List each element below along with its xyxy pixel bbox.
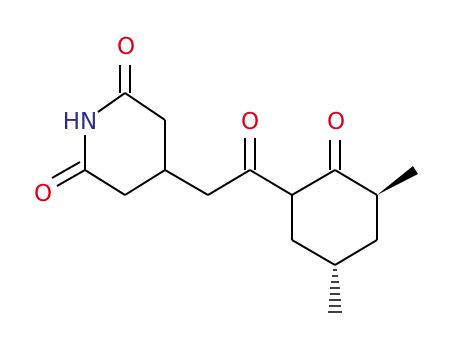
bond-c6-o-left-a [56, 169, 86, 187]
atom-o-ketone: O [241, 109, 259, 135]
bond-c1-c2r [291, 169, 336, 196]
bond-c4-ch2 [164, 169, 209, 196]
atom-o-ring: O [327, 109, 345, 135]
bond-c5r-c6r [291, 239, 336, 266]
atom-o-top: O [117, 34, 135, 60]
bond-c6-o-left-b [51, 161, 81, 179]
bond-cketone-c1 [249, 169, 293, 196]
atom-nh: HN [63, 109, 98, 135]
atom-o-left: O [34, 181, 52, 207]
bond-ch2-cketone [207, 169, 251, 196]
bond-c5-c6 [84, 169, 126, 196]
bond-n-c2 [97, 92, 126, 113]
bond-c4-c5 [124, 169, 166, 196]
bond-c4r-c5r [334, 239, 378, 266]
hashed-methyl-lower [328, 269, 342, 313]
bond-c2-c3 [124, 92, 166, 121]
wedge-methyl-upper [377, 166, 418, 195]
bond-c2r-c3r [334, 169, 378, 196]
